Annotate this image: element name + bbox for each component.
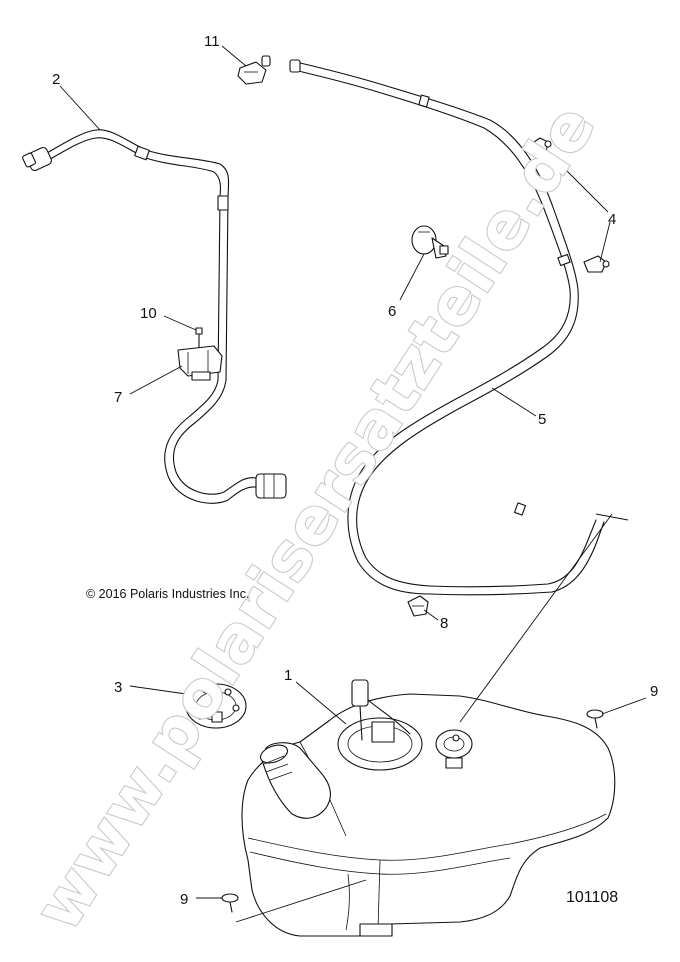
figure-number: 101108 (566, 889, 618, 906)
part-1-fuel-tank (241, 679, 616, 937)
callout-4: 4 (608, 211, 616, 228)
callout-3: 3 (114, 679, 122, 696)
callout-7: 7 (114, 389, 122, 406)
part-9-screws (221, 709, 604, 913)
reference-lines (235, 513, 629, 923)
callout-5: 5 (538, 411, 546, 428)
callout-labels: 1 2 3 4 5 6 7 8 9 9 10 11 (52, 33, 658, 908)
part-8-clip (407, 595, 429, 617)
callout-9-left: 9 (180, 891, 188, 908)
callout-10: 10 (140, 305, 157, 322)
callout-8: 8 (440, 615, 448, 632)
callout-leaders (59, 45, 647, 899)
part-6-valve (411, 225, 449, 259)
copyright-notice: © 2016 Polaris Industries Inc. (86, 587, 249, 601)
callout-11: 11 (204, 33, 220, 50)
part-7-clamp (177, 345, 223, 381)
callout-1: 1 (284, 667, 292, 684)
part-3-lock-ring (185, 683, 247, 729)
part-11-fitting (237, 55, 271, 85)
callout-9-right: 9 (650, 683, 658, 700)
part-vent-hose-right (289, 59, 605, 596)
part-fuel-hose-left (22, 129, 287, 504)
callout-2: 2 (52, 71, 60, 88)
part-10-screw (195, 327, 203, 351)
callout-6: 6 (388, 303, 396, 320)
